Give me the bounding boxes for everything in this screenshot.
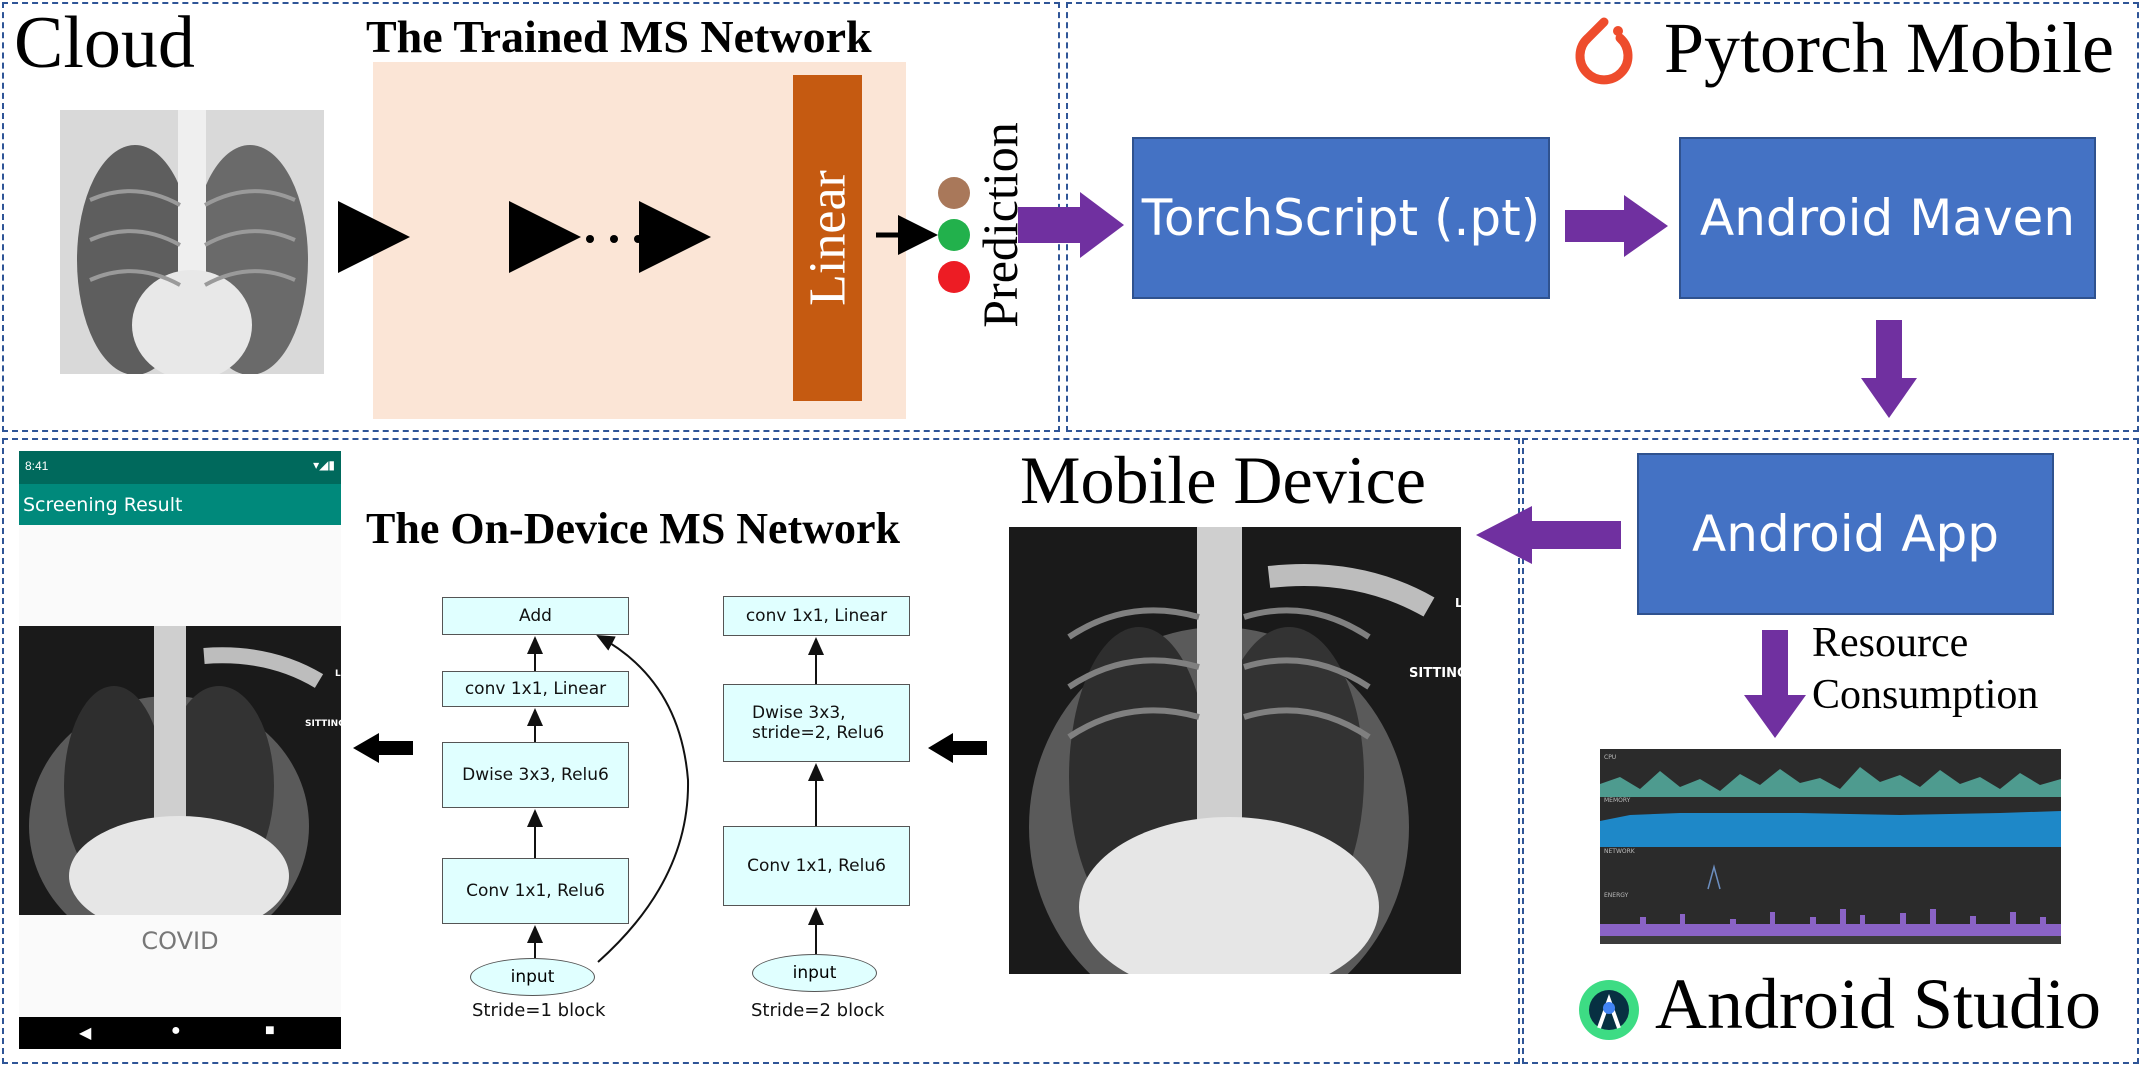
resource-label-line2: Consumption: [1812, 672, 2039, 718]
arrow-to-resource: [1744, 630, 1806, 738]
prediction-dot: [938, 261, 970, 293]
s1-add-box: Add: [442, 597, 629, 635]
app-bar: Screening Result: [19, 484, 341, 525]
pytorch-logo-icon: [1575, 17, 1633, 85]
ondevice-network-title: The On-Device MS Network: [366, 504, 901, 553]
s2-conv-linear-box: conv 1x1, Linear: [723, 596, 910, 636]
mobile-device-title: Mobile Device: [1020, 442, 1426, 518]
arrow-to-torchscript: [1018, 192, 1124, 258]
phone-side-marker: L: [335, 669, 341, 679]
profiler-memory-label: MEMORY: [1604, 797, 1631, 804]
screening-result-text: COVID: [141, 927, 219, 955]
s2-input-node: input: [752, 954, 877, 992]
profiler-cpu-label: CPU: [1604, 754, 1616, 761]
arrow-to-app: [1861, 320, 1917, 418]
s1-caption: Stride=1 block: [472, 1000, 606, 1021]
status-time: 8:41: [25, 459, 49, 473]
ellipsis-dot: [610, 235, 618, 243]
phone-sitting-label: SITTING: [305, 719, 341, 729]
s1-input-node: input: [470, 958, 595, 996]
phone-screen: 8:41 ▾◢▮ Screening Result SITTING L COVI…: [19, 451, 341, 1049]
home-icon[interactable]: ●: [171, 1022, 181, 1039]
s2-conv-relu-box: Conv 1x1, Relu6: [723, 826, 910, 906]
profiler-network-label: NETWORK: [1604, 848, 1636, 855]
mobile-side-marker: L: [1455, 596, 1461, 610]
s1-dwise-box: Dwise 3x3, Relu6: [442, 742, 629, 808]
android-studio-title: Android Studio: [1655, 964, 2102, 1044]
studio-panel: [1522, 438, 2139, 1064]
arrow-mobile-to-network: [928, 733, 987, 763]
linear-layer-block: [793, 75, 862, 401]
profiler-graphs: CPU MEMORY NETWORK ENERGY: [1600, 754, 2061, 944]
resource-label-line1: Resource: [1812, 620, 1969, 666]
status-icons: ▾◢▮: [313, 458, 335, 472]
android-app-box: Android App: [1637, 453, 2054, 615]
nav-bar: ◀ ● ■: [19, 1017, 341, 1049]
ellipsis-dot: [586, 235, 594, 243]
s2-caption: Stride=2 block: [751, 1000, 885, 1021]
arrow-network-to-phone: [353, 733, 413, 763]
pytorch-title: Pytorch Mobile: [1664, 8, 2114, 88]
trained-network-title: The Trained MS Network: [366, 11, 872, 62]
s2-input-label: input: [792, 963, 837, 983]
ondevice-panel: [2, 438, 1520, 1064]
android-studio-logo-icon: [1579, 980, 1639, 1040]
prediction-dot: [938, 219, 970, 251]
s1-skip-connection: [596, 635, 690, 963]
energy-bars: [1600, 909, 2061, 936]
status-bar: 8:41 ▾◢▮: [19, 451, 341, 484]
s1-input-label: input: [510, 967, 555, 987]
phone-xray-image: SITTING L: [19, 626, 341, 915]
mobile-sitting-label: SITTING: [1409, 666, 1461, 681]
arrow-to-maven: [1565, 195, 1668, 257]
mobile-xray-image: SITTING L: [1009, 527, 1461, 974]
torchscript-box: TorchScript (.pt): [1132, 137, 1550, 299]
recents-icon[interactable]: ■: [265, 1022, 275, 1039]
app-bar-title: Screening Result: [23, 494, 183, 516]
s1-conv-linear-box: conv 1x1, Linear: [442, 671, 629, 707]
chest-xray-image: [60, 110, 324, 374]
profiler-screenshot: CPU MEMORY NETWORK ENERGY: [1600, 749, 2061, 944]
prediction-dot: [938, 177, 970, 209]
resource-consumption-label: Resource Consumption: [1812, 617, 2038, 721]
s1-conv-relu-box: Conv 1x1, Relu6: [442, 858, 629, 924]
profiler-energy-label: ENERGY: [1604, 892, 1629, 899]
cloud-title: Cloud: [14, 2, 195, 84]
android-maven-box: Android Maven: [1679, 137, 2096, 299]
s2-dwise-box: Dwise 3x3, stride=2, Relu6: [723, 684, 910, 762]
back-icon[interactable]: ◀: [79, 1025, 92, 1042]
arrow-to-mobile: [1476, 506, 1621, 564]
